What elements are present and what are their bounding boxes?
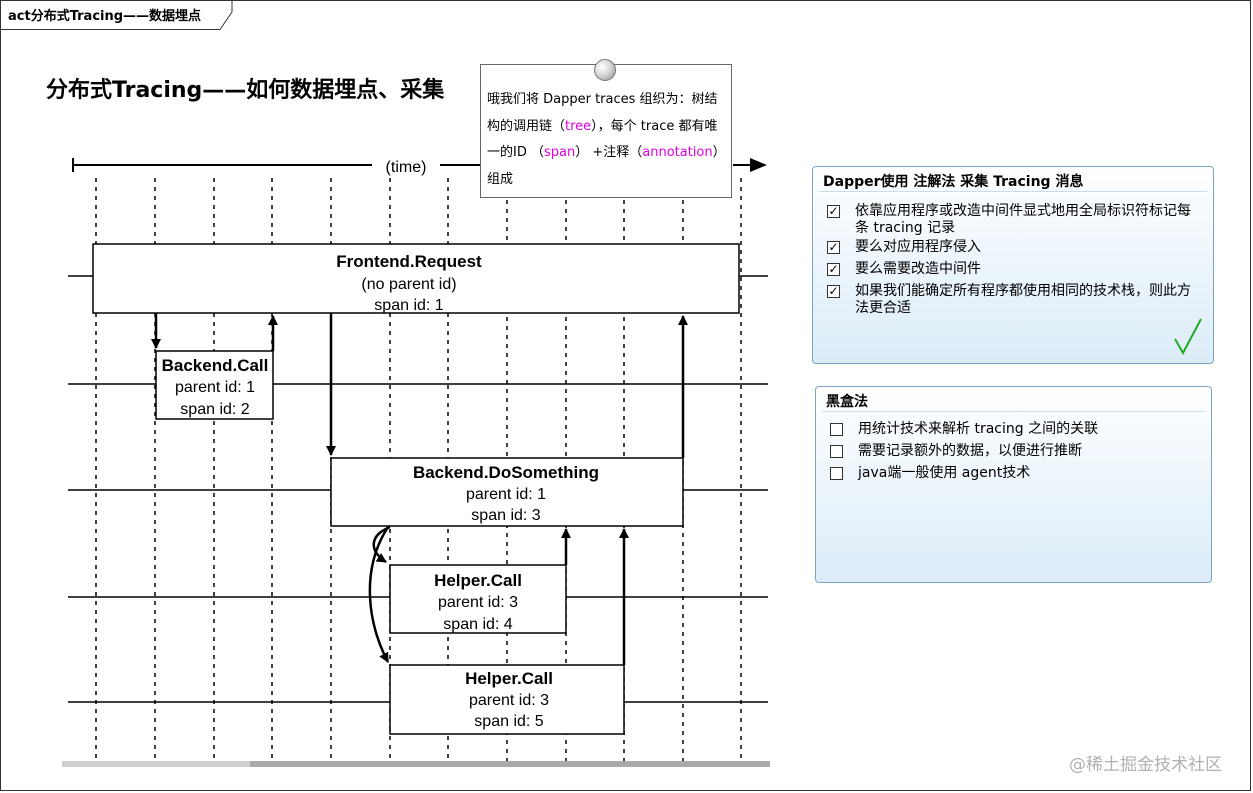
checkbox[interactable] <box>830 467 843 480</box>
checkbox[interactable]: ✓ <box>827 284 840 298</box>
watermark: @稀土掘金技术社区 <box>1069 755 1222 775</box>
span-id: span id: 1 <box>374 297 443 314</box>
panel-divider <box>822 411 1205 412</box>
list-item-text: 依靠应用程序或改造中间件显式地用全局标识符标记每条 tracing 记录 <box>855 203 1191 236</box>
span-helper-call-4: Helper.Call parent id: 3 span id: 4 <box>389 564 567 634</box>
scrollbar-thumb[interactable] <box>250 761 770 767</box>
span-helper-call-5: Helper.Call parent id: 3 span id: 5 <box>389 664 625 735</box>
frame-tab <box>0 0 233 30</box>
frame-tab-label: act分布式Tracing——数据埋点 <box>8 9 202 24</box>
span-name: Helper.Call <box>465 669 553 688</box>
checkbox[interactable] <box>830 423 843 436</box>
span-name: Helper.Call <box>434 571 522 590</box>
span-name: Backend.Call <box>162 356 269 375</box>
span-parent: parent id: 1 <box>175 379 255 396</box>
note-tree: tree <box>565 118 592 134</box>
trace-diagram: (time) Frontend.Request (no parent id) s… <box>68 158 768 765</box>
arrow-call-helper-4 <box>372 525 391 564</box>
note-text: ）组成 <box>487 145 720 187</box>
note-text: ） +注释（ <box>575 145 643 160</box>
span-name: Frontend.Request <box>336 252 482 271</box>
page-title: 分布式Tracing——如何数据埋点、采集 <box>46 78 445 103</box>
list-item-text: 如果我们能确定所有程序都使用相同的技术栈，则此方法更合适 <box>855 283 1191 316</box>
time-label: (time) <box>386 159 427 176</box>
span-backend-dosomething: Backend.DoSomething parent id: 1 span id… <box>330 457 684 527</box>
span-parent: (no parent id) <box>361 276 456 293</box>
list-item-text: 要么对应用程序侵入 <box>855 239 981 255</box>
list-item-text: 要么需要改造中间件 <box>855 261 981 277</box>
note-span: span <box>543 145 576 160</box>
checkbox[interactable] <box>830 445 843 458</box>
annotation-method-panel: Dapper使用 注解法 采集 Tracing 消息 ✓ 依靠应用程序或改造中间… <box>812 166 1214 364</box>
list-item-text: java端一般使用 agent技术 <box>858 465 1031 481</box>
panel-title: Dapper使用 注解法 采集 Tracing 消息 <box>823 174 1084 190</box>
panel-title: 黑盒法 <box>826 394 868 410</box>
list-item-text: 需要记录额外的数据，以便进行推断 <box>858 443 1082 459</box>
span-id: span id: 5 <box>474 713 543 730</box>
time-axis: (time) <box>72 158 767 176</box>
span-parent: parent id: 3 <box>469 692 549 709</box>
span-id: span id: 2 <box>180 401 249 418</box>
panel-divider <box>819 191 1207 192</box>
span-id: span id: 4 <box>443 616 512 633</box>
time-arrow-head <box>750 158 767 172</box>
span-parent: parent id: 3 <box>438 594 518 611</box>
span-parent: parent id: 1 <box>466 486 546 503</box>
span-frontend-request: Frontend.Request (no parent id) span id:… <box>92 243 740 314</box>
checkbox[interactable]: ✓ <box>827 262 840 276</box>
annotation-note: 哦我们将 Dapper traces 组织为：树结构的调用链（tree），每个 … <box>480 64 732 198</box>
arrow-call-helper-5 <box>368 526 390 663</box>
checkbox[interactable]: ✓ <box>827 204 840 218</box>
span-name: Backend.DoSomething <box>413 463 599 482</box>
note-annotation: annotation <box>642 145 713 160</box>
blackbox-method-panel: 黑盒法 用统计技术来解析 tracing 之间的关联 需要记录额外的数据，以便进… <box>815 386 1212 583</box>
note-pin-icon <box>594 59 616 81</box>
note-text: 哦我们将 Dapper traces 组织为：树结构的调用链（ <box>487 92 718 134</box>
span-id: span id: 3 <box>471 507 540 524</box>
checkbox[interactable]: ✓ <box>827 240 840 254</box>
check-icon <box>1174 318 1202 355</box>
call-arrows <box>151 313 688 665</box>
note-text: ），每个 trace 都有唯一的ID （ <box>487 118 718 161</box>
span-backend-call: Backend.Call parent id: 1 span id: 2 <box>155 350 274 420</box>
list-item-text: 用统计技术来解析 tracing 之间的关联 <box>858 421 1099 437</box>
